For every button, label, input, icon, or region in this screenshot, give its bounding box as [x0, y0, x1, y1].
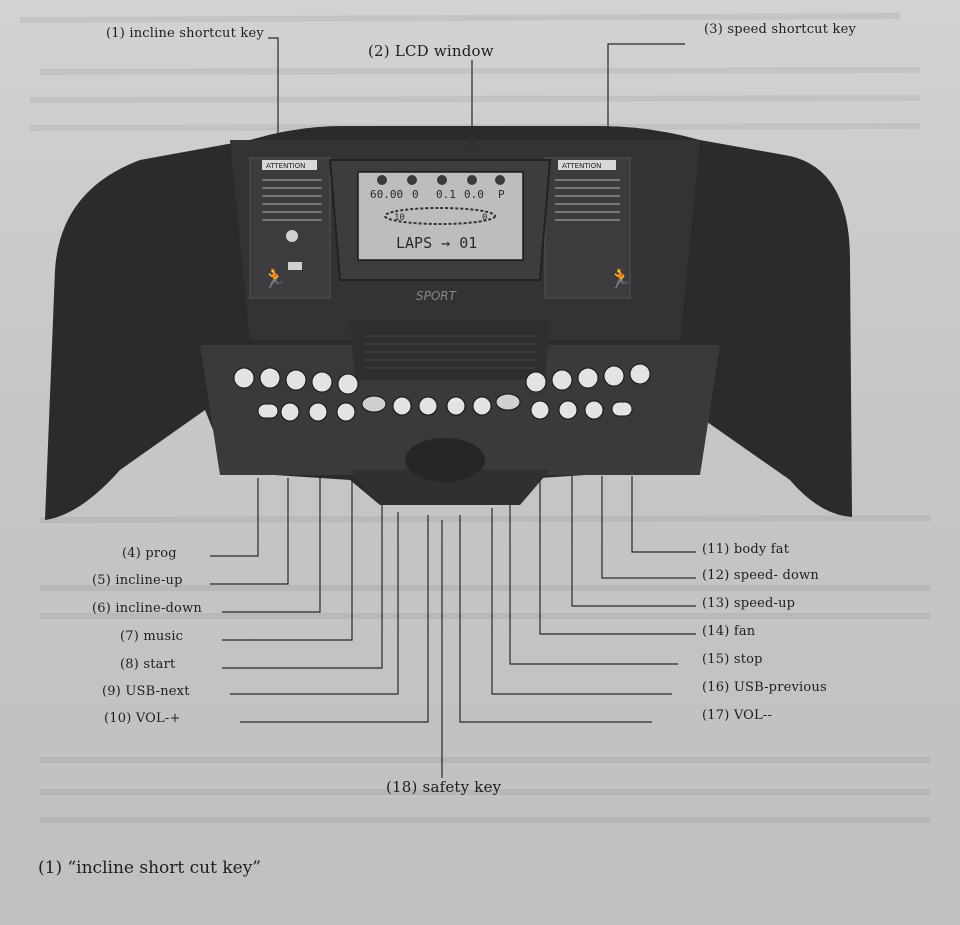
label-incline-down: (6) incline-down: [92, 601, 202, 616]
lcd-ring-right: 0: [482, 213, 487, 223]
lcd-laps-readout: LAPS → 01: [396, 234, 477, 252]
label-speed-shortcut-key: (3) speed shortcut key: [704, 22, 857, 37]
label-prog: (4) prog: [122, 546, 177, 561]
attention-label-left: ATTENTION: [266, 162, 305, 170]
section-heading: (1) “incline short cut key”: [38, 858, 262, 878]
label-lcd-window: (2) LCD window: [368, 42, 494, 60]
callout-lines-top: [268, 37, 685, 150]
label-vol-minus: (17) VOL--: [702, 708, 773, 723]
lcd-readout-1: 60.00: [370, 188, 403, 201]
lcd-window: [328, 159, 552, 281]
button-group-right-top: [525, 363, 651, 393]
label-incline-shortcut-key: (1) incline shortcut key: [106, 26, 264, 41]
button-row-bottom: [257, 393, 633, 422]
lcd-readout-2: 0: [412, 188, 419, 201]
label-usb-next: (9) USB-next: [102, 684, 190, 699]
callout-lines-right: [459, 476, 696, 723]
attention-panel-right: 🏃: [544, 157, 633, 299]
label-fan: (14) fan: [702, 624, 756, 639]
runner-icon-right: 🏃: [608, 266, 633, 290]
lcd-readout-5: P: [498, 188, 505, 201]
label-body-fat: (11) body fat: [702, 542, 790, 557]
attention-panel-left: 🏃: [249, 157, 331, 299]
bleed-through-text: [19, 13, 931, 823]
brand-logo: SPORT: [416, 289, 458, 303]
label-music: (7) music: [120, 629, 184, 644]
lcd-ring-left: 10: [394, 213, 405, 223]
lcd-readout-4: 0.0: [464, 188, 484, 201]
label-start: (8) start: [120, 657, 176, 672]
label-safety-key: (18) safety key: [386, 778, 502, 796]
attention-label-right: ATTENTION: [562, 162, 601, 170]
label-usb-previous: (16) USB-previous: [702, 680, 827, 695]
label-vol-plus: (10) VOL-+: [104, 711, 181, 726]
lcd-readout-3: 0.1: [436, 188, 456, 201]
label-incline-up: (5) incline-up: [92, 573, 183, 588]
label-speed-down: (12) speed- down: [702, 568, 819, 583]
label-speed-up: (13) speed-up: [702, 596, 796, 611]
button-group-left-top: [233, 367, 359, 395]
callout-lines-left: [210, 478, 429, 723]
label-stop: (15) stop: [702, 652, 763, 667]
runner-icon-left: 🏃: [262, 266, 287, 290]
